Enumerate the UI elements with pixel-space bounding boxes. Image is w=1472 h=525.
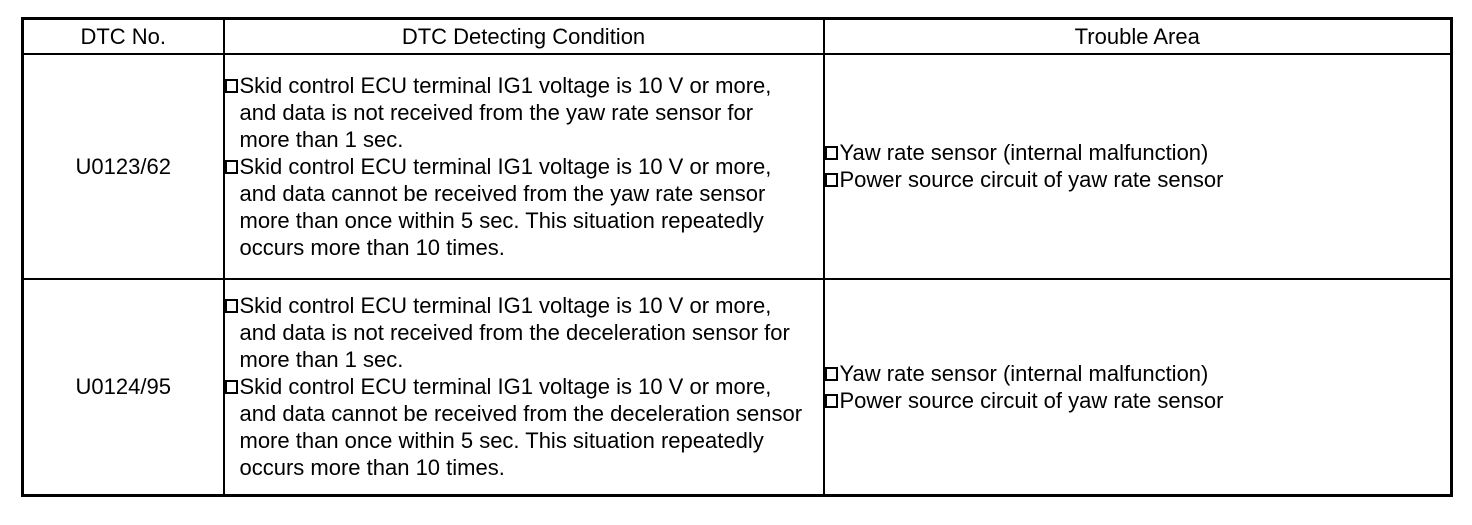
trouble-area-list: Yaw rate sensor (internal malfunction) P… [824,360,1451,414]
table-row-u0123: U0123/62 Skid control ECU terminal IG1 v… [21,52,1453,280]
trouble-area-text: Yaw rate sensor (internal malfunction) [839,360,1209,386]
condition-text: Skid control ECU terminal IG1 voltage is… [239,293,790,373]
column-header-detecting-condition: DTC Detecting Condition [222,17,825,55]
condition-item: Skid control ECU terminal IG1 voltage is… [224,72,805,153]
column-header-dtc-no: DTC No. [21,17,225,55]
condition-list: Skid control ECU terminal IG1 voltage is… [224,72,805,261]
square-bullet-icon [224,159,238,174]
condition-item: Skid control ECU terminal IG1 voltage is… [224,153,805,261]
column-header-trouble-area: Trouble Area [822,17,1453,55]
dtc-no-cell: U0123/62 [21,52,225,280]
trouble-area-item: Power source circuit of yaw rate sensor [824,166,1451,193]
square-bullet-icon [824,393,838,408]
square-bullet-icon [224,380,238,395]
condition-text: Skid control ECU terminal IG1 voltage is… [239,153,772,260]
square-bullet-icon [824,366,838,381]
trouble-area-text: Yaw rate sensor (internal malfunction) [839,140,1209,165]
trouble-area-text: Power source circuit of yaw rate sensor [839,387,1224,413]
square-bullet-icon [824,146,838,160]
condition-list: Skid control ECU terminal IG1 voltage is… [224,292,805,481]
trouble-area-text: Power source circuit of yaw rate sensor [839,167,1224,192]
trouble-area-item: Power source circuit of yaw rate sensor [824,387,1451,414]
condition-text: Skid control ECU terminal IG1 voltage is… [239,374,803,481]
square-bullet-icon [824,173,838,187]
dtc-table: DTC No. DTC Detecting Condition Trouble … [21,17,1453,497]
trouble-area-cell: Yaw rate sensor (internal malfunction) P… [822,277,1453,497]
table-header-row: DTC No. DTC Detecting Condition Trouble … [21,17,1453,55]
condition-item: Skid control ECU terminal IG1 voltage is… [224,292,805,373]
condition-item: Skid control ECU terminal IG1 voltage is… [224,373,805,481]
condition-text: Skid control ECU terminal IG1 voltage is… [239,72,772,152]
square-bullet-icon [224,78,238,93]
trouble-area-item: Yaw rate sensor (internal malfunction) [824,360,1451,387]
table-row-u0124: U0124/95 Skid control ECU terminal IG1 v… [21,277,1453,497]
dtc-no-cell: U0124/95 [21,277,225,497]
trouble-area-item: Yaw rate sensor (internal malfunction) [824,139,1451,166]
trouble-area-list: Yaw rate sensor (internal malfunction) P… [824,139,1451,193]
square-bullet-icon [224,299,238,314]
trouble-area-cell: Yaw rate sensor (internal malfunction) P… [822,52,1453,280]
detecting-condition-cell: Skid control ECU terminal IG1 voltage is… [222,52,825,280]
detecting-condition-cell: Skid control ECU terminal IG1 voltage is… [222,277,825,497]
